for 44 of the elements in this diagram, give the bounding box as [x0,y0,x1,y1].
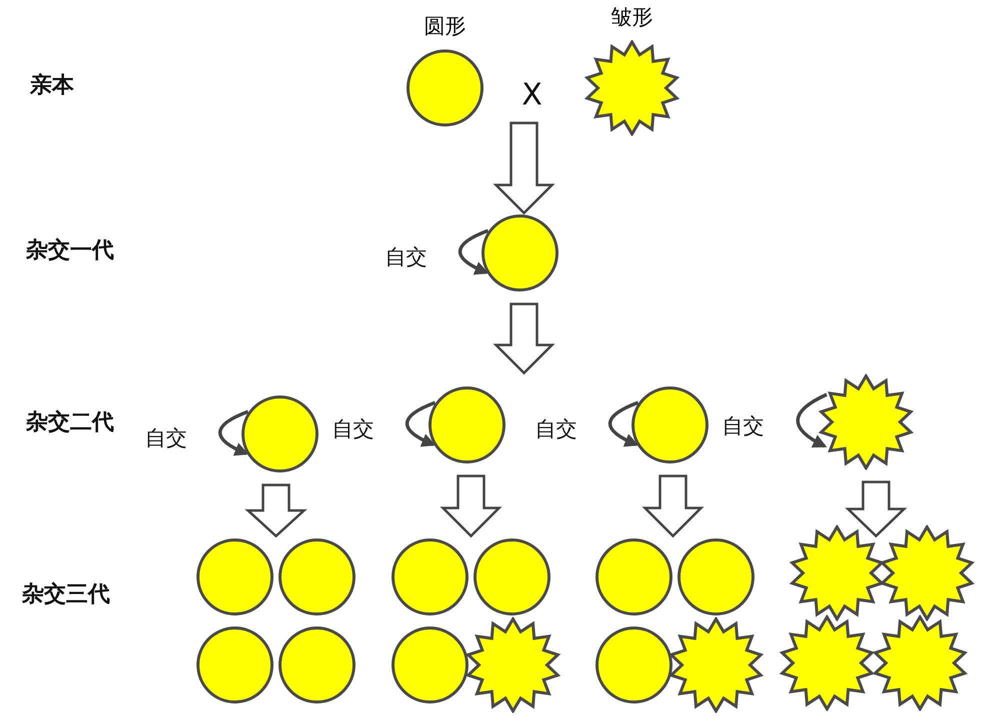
self-cross-arrow [218,410,249,456]
round-pea [196,538,274,616]
block-arrow [642,474,704,538]
round-pea [595,538,673,616]
self-cross-arrow [796,392,828,448]
block-arrow [244,484,308,538]
round-pea [278,626,356,704]
round-pea [391,626,469,704]
round-pea [391,538,469,616]
block-arrow [440,474,502,538]
wrinkled-pea [879,525,975,621]
edge-label: 自交 [332,416,374,443]
edge-label: 自交 [722,413,764,440]
round-pea [473,538,551,616]
wrinkled-pea [668,617,764,713]
edge-label: 自交 [145,425,187,452]
round-pea [241,395,319,473]
self-cross-arrow [458,229,489,274]
block-arrow [492,122,556,215]
wrinkled-pea [779,615,875,711]
round-pea [428,386,506,464]
shape-label: 圆形 [423,13,467,40]
round-pea [631,386,709,464]
block-arrow [844,480,908,538]
round-pea [278,538,356,616]
wrinkled-pea [872,615,968,711]
edge-label: 自交 [535,416,577,443]
wrinkled-pea [818,374,914,470]
wrinkled-pea [789,525,885,621]
self-cross-arrow [405,401,436,446]
round-pea [677,538,755,616]
round-pea [595,626,673,704]
edge-label: 自交 [385,244,427,271]
generation-label: 杂交二代 [26,408,114,437]
round-pea [481,214,559,292]
cross-sign: X [522,78,542,112]
generation-label: 杂交一代 [26,236,114,265]
round-pea [196,626,274,704]
generation-label: 杂交三代 [22,580,110,609]
wrinkled-pea [465,617,561,713]
self-cross-arrow [608,401,639,446]
generation-label: 亲本 [30,72,74,100]
block-arrow [492,302,556,375]
shape-label: 皱形 [610,4,654,31]
